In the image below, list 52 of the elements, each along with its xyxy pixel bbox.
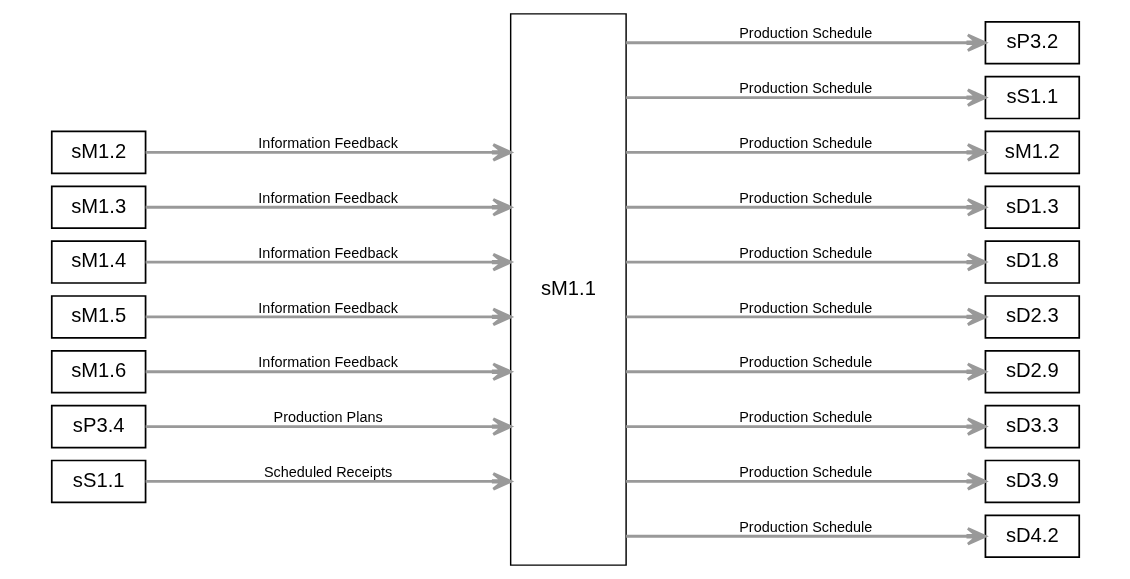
node-box: sD4.2 [984,514,1080,559]
edge-label: Production Schedule [738,244,872,261]
node-box: sS1.1 [50,459,146,504]
edge-label: Information Feedback [257,299,398,316]
edge-label: Production Schedule [738,25,872,42]
arrow [145,252,512,272]
node-box: sD3.3 [984,404,1080,449]
arrow [145,143,512,162]
node-box: sM1.3 [50,185,146,230]
arrow [625,143,987,162]
edge-label: Production Schedule [738,135,872,152]
edge-label: Scheduled Receipts [263,464,392,481]
edge-label: Production Schedule [738,189,872,206]
edge-label: Production Schedule [738,409,872,426]
node-box: sM1.1 [509,13,627,566]
edge-label: Information Feedback [257,189,398,206]
arrow [625,33,987,52]
node-box: sM1.5 [50,295,146,339]
arrow [625,198,987,217]
arrow [145,307,512,327]
node-box: sP3.4 [50,404,146,449]
arrow [625,88,987,107]
edge-label: Production Schedule [738,354,872,371]
node-box: sP3.2 [984,20,1080,65]
node-box: sM1.6 [50,349,146,394]
arrow [145,417,512,436]
node-box: sD3.9 [984,459,1080,504]
arrow [625,472,987,491]
arrow [145,198,512,217]
node-box: sM1.2 [50,130,146,175]
node-box: sD1.3 [984,185,1080,230]
arrow [625,307,987,327]
node-box: sM1.2 [984,130,1080,175]
edge-label: Information Feedback [257,354,398,371]
edge-label: Information Feedback [257,135,398,152]
arrow [625,417,987,436]
arrow [625,252,987,272]
arrow [625,527,987,546]
edge-label: Production Plans [273,409,383,426]
edge-label: Production Schedule [738,80,872,97]
edge-label: Information Feedback [257,244,398,261]
arrow [145,472,512,491]
node-box: sS1.1 [984,75,1080,120]
edge-label: Production Schedule [738,464,872,481]
node-box: sD2.9 [984,349,1080,394]
node-box: sD2.3 [984,295,1080,339]
node-box: sM1.4 [50,240,146,284]
edge-label: Production Schedule [738,299,872,316]
arrow [145,362,512,381]
arrow [625,362,987,381]
node-box: sD1.8 [984,240,1080,284]
edge-label: Production Schedule [738,518,872,535]
